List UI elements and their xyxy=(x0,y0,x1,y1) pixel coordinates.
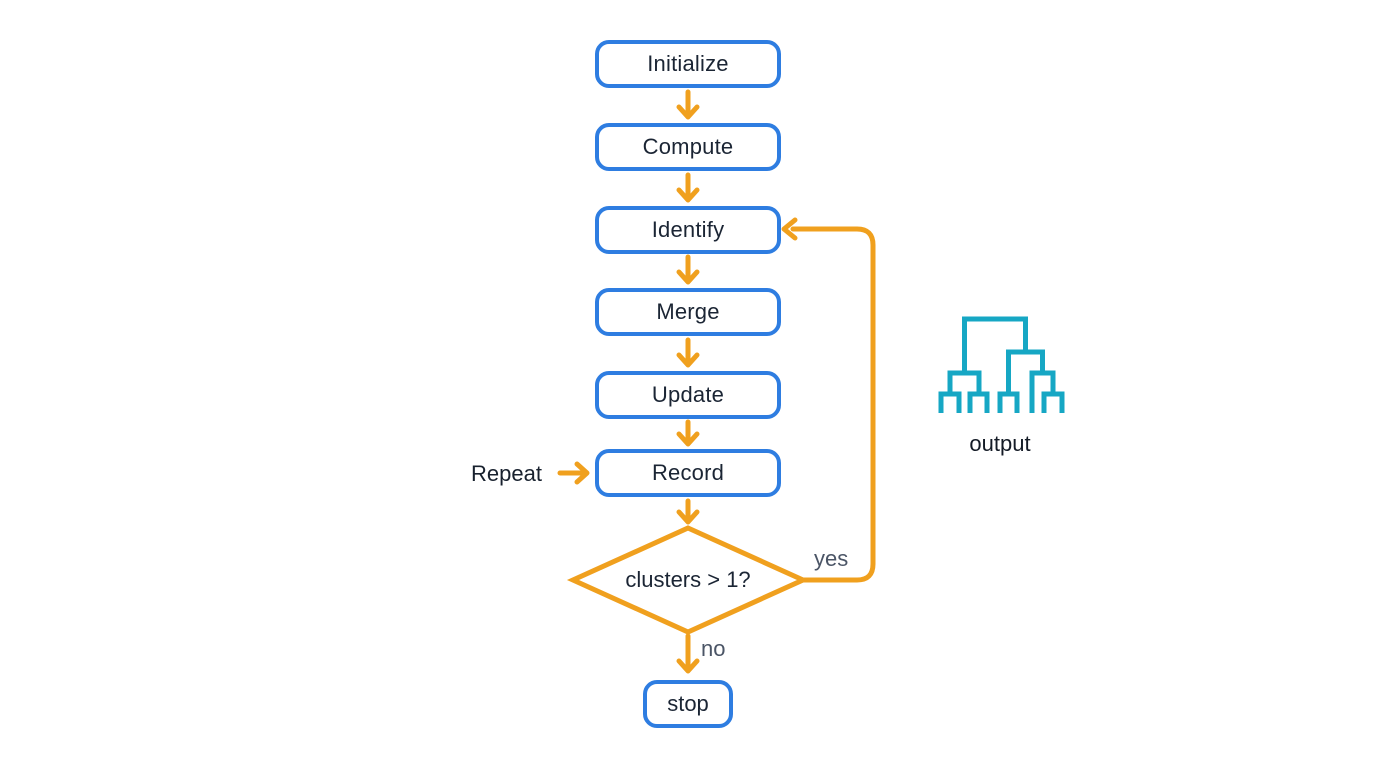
arrow-merge-to-update xyxy=(676,337,700,368)
output-label: output xyxy=(969,431,1031,456)
decision-label: clusters > 1? xyxy=(625,567,751,592)
flow-node-identify: Identify xyxy=(595,206,781,254)
yes-loop-edge xyxy=(781,217,876,583)
arrow-record-to-decision xyxy=(676,498,700,525)
edge-label-yes: yes xyxy=(814,546,849,571)
repeat-label: Repeat xyxy=(471,461,542,486)
repeat-arrow xyxy=(557,461,590,485)
flow-node-record: Record xyxy=(595,449,781,497)
dendrogram-icon xyxy=(938,316,1065,413)
decision-diamond xyxy=(566,525,810,635)
arrow-compute-to-identify xyxy=(676,172,700,203)
arrow-initialize-to-compute xyxy=(676,89,700,120)
flow-node-initialize: Initialize xyxy=(595,40,781,88)
flow-node-stop: stop xyxy=(643,680,733,728)
arrow-decision-to-stop xyxy=(676,633,700,674)
edge-label-no: no xyxy=(701,636,726,661)
flow-node-update: Update xyxy=(595,371,781,419)
arrow-update-to-record xyxy=(676,419,700,447)
arrow-identify-to-merge xyxy=(676,254,700,285)
flow-node-compute: Compute xyxy=(595,123,781,171)
flow-node-merge: Merge xyxy=(595,288,781,336)
